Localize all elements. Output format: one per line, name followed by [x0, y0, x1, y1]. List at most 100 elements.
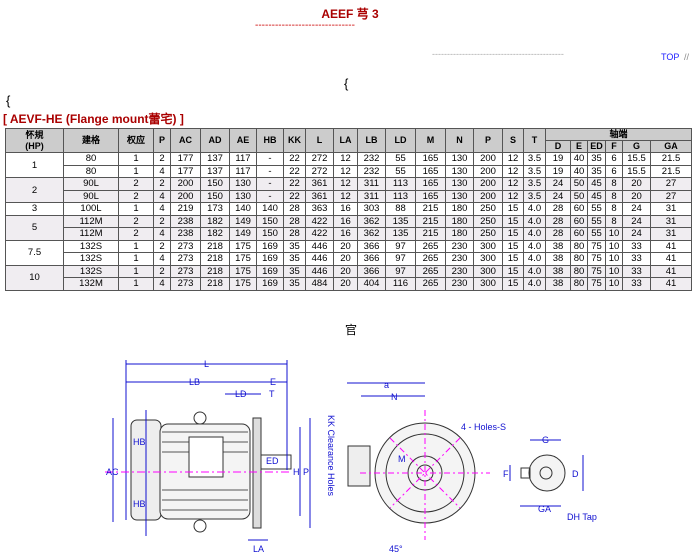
table-cell: 311: [357, 177, 386, 191]
table-cell: 230: [445, 277, 474, 291]
table-cell: 80: [570, 264, 588, 278]
table-cell: 90L: [63, 189, 119, 203]
hp-cell: 7.5: [5, 239, 64, 266]
table-cell: 446: [305, 264, 334, 278]
column-header: LB: [357, 128, 386, 153]
table-cell: 422: [305, 214, 334, 228]
table-cell: 35: [283, 264, 306, 278]
column-header: M: [415, 128, 446, 153]
table-cell: 200: [473, 177, 503, 191]
table-cell: 2: [118, 177, 154, 191]
table-cell: 362: [357, 214, 386, 228]
table-cell: 28: [283, 214, 306, 228]
column-header: LA: [333, 128, 358, 153]
shaft-end-view: [520, 454, 566, 492]
table-cell: 218: [200, 264, 230, 278]
column-header: 建格: [63, 128, 119, 153]
section-title: [ AEVF-HE (Flange mount蕾宅) ]: [3, 112, 184, 126]
table-cell: 150: [256, 227, 284, 241]
hp-cell: 5: [5, 214, 64, 241]
column-header: P: [473, 128, 503, 153]
table-cell: 3.5: [523, 177, 546, 191]
table-cell: 362: [357, 227, 386, 241]
dim-HB: HB: [133, 437, 146, 447]
table-cell: 60: [570, 227, 588, 241]
table-cell: 215: [415, 214, 446, 228]
dim-a: a: [384, 380, 389, 390]
table-cell: 24: [545, 177, 571, 191]
table-cell: 10: [605, 264, 623, 278]
top-divider: ----------------------------------------…: [432, 49, 564, 59]
table-cell: 200: [170, 189, 201, 203]
page-title: AEEF 芎 3: [321, 7, 379, 21]
column-header: G: [622, 140, 651, 153]
table-cell: 404: [357, 277, 386, 291]
table-cell: 238: [170, 214, 201, 228]
flange: [252, 417, 262, 529]
top-slash: //: [684, 52, 690, 62]
dim-ED: ED: [266, 456, 279, 466]
table-cell: 130: [445, 189, 474, 203]
table-cell: 273: [170, 277, 201, 291]
table-cell: 361: [305, 189, 334, 203]
brace-text: {: [344, 76, 349, 91]
table-cell: 22: [283, 177, 306, 191]
dim-N: N: [391, 392, 398, 402]
table-cell: 130: [229, 189, 257, 203]
top-link[interactable]: TOP: [661, 52, 680, 62]
column-header: L: [305, 128, 334, 153]
table-cell: 28: [545, 214, 571, 228]
shaft: [260, 454, 292, 470]
table-cell: 200: [473, 189, 503, 203]
table-cell: 8: [605, 214, 623, 228]
table-cell: 238: [170, 227, 201, 241]
table-cell: 8: [605, 189, 623, 203]
dim-D: D: [572, 469, 579, 479]
table-cell: 20: [622, 189, 651, 203]
table-cell: 31: [649, 214, 693, 228]
front-dimension-labels: a N KK Clearance Holes 4 - Holes-S M 45°: [326, 380, 506, 554]
eyebolt: [193, 411, 207, 425]
dim-LB: LB: [189, 377, 200, 387]
table-cell: 1: [118, 277, 154, 291]
table-cell: 8: [605, 177, 623, 191]
table-cell: 311: [357, 189, 386, 203]
table-cell: 35: [283, 277, 306, 291]
table-cell: 55: [587, 214, 606, 228]
table-cell: 28: [283, 227, 306, 241]
column-header: AE: [229, 128, 257, 153]
dim-H: H: [293, 467, 300, 477]
table-cell: 182: [200, 227, 230, 241]
shaft-dimension-labels: G F D GA DH Tap: [503, 435, 597, 522]
dim-M: M: [398, 454, 406, 464]
table-cell: 4: [153, 227, 171, 241]
eyebolt: [193, 519, 207, 533]
dim-HB: HB: [133, 499, 146, 509]
figure-label: 官: [345, 323, 358, 337]
table-cell: 80: [570, 277, 588, 291]
hp-cell: 10: [5, 264, 64, 291]
dim-GA: GA: [538, 504, 551, 514]
hp-cell: 2: [5, 177, 64, 203]
dim-G: G: [542, 435, 549, 445]
table-cell: 90L: [63, 177, 119, 191]
shaft-group-header: 轴端: [544, 128, 693, 141]
table-cell: 20: [333, 264, 358, 278]
table-cell: -: [256, 189, 284, 203]
table-cell: 215: [415, 227, 446, 241]
column-header: T: [523, 128, 546, 153]
dim-F: F: [503, 469, 509, 479]
table-cell: 300: [473, 277, 503, 291]
table-cell: 12: [333, 177, 358, 191]
column-header: KK: [283, 128, 306, 153]
